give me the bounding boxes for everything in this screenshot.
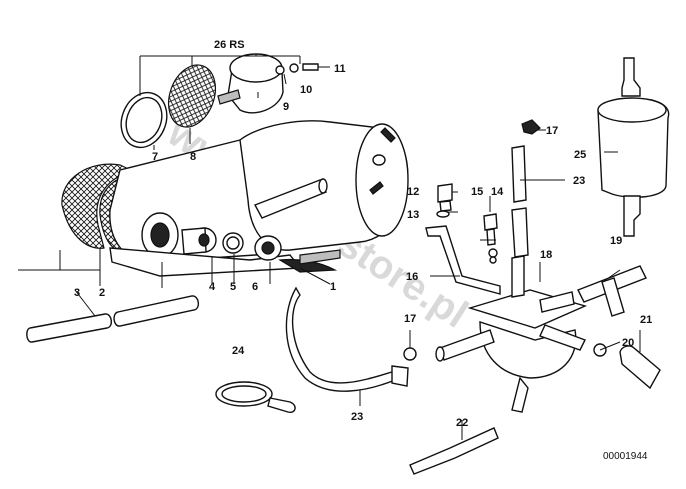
label-5: 5 bbox=[230, 281, 236, 293]
label-11: 11 bbox=[334, 63, 346, 75]
hose-22 bbox=[409, 427, 499, 475]
label-4: 4 bbox=[209, 281, 216, 293]
label-7: 7 bbox=[152, 151, 158, 163]
pressure-regulator bbox=[403, 255, 607, 413]
label-12: 12 bbox=[407, 186, 419, 198]
label-group-26-rs: 26 RS bbox=[214, 39, 245, 51]
label-9: 9 bbox=[283, 101, 289, 113]
air-cleaner-assembly bbox=[61, 120, 409, 277]
leader-lines bbox=[18, 54, 641, 440]
label-14: 14 bbox=[491, 186, 504, 198]
label-17-lower: 17 bbox=[404, 313, 416, 325]
label-18: 18 bbox=[540, 249, 552, 261]
label-17-upper: 17 bbox=[546, 125, 558, 137]
callout-labels: 26 RS 11 10 9 7 8 3 2 4 5 6 1 12 13 15 1… bbox=[74, 39, 652, 462]
label-6: 6 bbox=[252, 281, 258, 293]
label-24: 24 bbox=[232, 345, 245, 357]
lower-left-parts bbox=[26, 227, 282, 343]
label-3: 3 bbox=[74, 287, 80, 299]
label-13: 13 bbox=[407, 209, 419, 221]
hose-upper bbox=[511, 119, 541, 258]
label-23-upper: 23 bbox=[573, 175, 585, 187]
label-16: 16 bbox=[406, 271, 418, 283]
label-23-lower: 23 bbox=[351, 411, 363, 423]
bracket-parts bbox=[425, 183, 501, 295]
label-10: 10 bbox=[300, 84, 312, 96]
clamp-24 bbox=[215, 381, 296, 413]
label-21: 21 bbox=[640, 314, 652, 326]
label-22: 22 bbox=[456, 417, 468, 429]
hose-lower bbox=[285, 286, 409, 392]
label-1: 1 bbox=[330, 281, 336, 293]
label-19: 19 bbox=[610, 235, 622, 247]
drawing-number: 00001944 bbox=[603, 451, 648, 462]
label-8: 8 bbox=[190, 151, 196, 163]
label-15: 15 bbox=[471, 186, 483, 198]
label-2: 2 bbox=[99, 287, 105, 299]
lid-parts bbox=[120, 53, 319, 149]
label-25: 25 bbox=[574, 149, 586, 161]
label-20: 20 bbox=[622, 337, 634, 349]
right-parts bbox=[577, 57, 670, 390]
